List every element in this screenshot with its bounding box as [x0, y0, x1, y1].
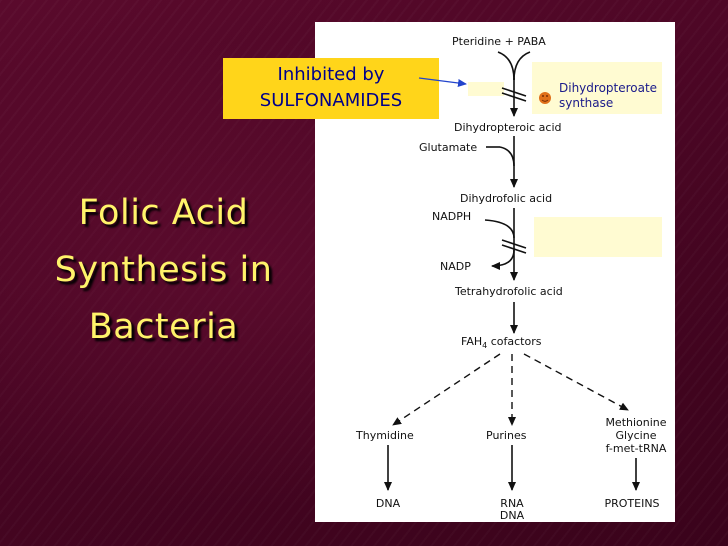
node-pteridine-paba: Pteridine + PABA	[452, 35, 546, 48]
node-thymidine: Thymidine	[355, 429, 414, 442]
node-purines: Purines	[486, 429, 527, 442]
smiley-eye-right	[546, 95, 548, 97]
smiley-icon	[539, 92, 551, 104]
node-nadph: NADPH	[432, 210, 471, 223]
node-dihydrofolic-acid: Dihydrofolic acid	[460, 192, 552, 205]
node-proteins: PROTEINS	[604, 497, 659, 510]
smiley-mouth	[541, 99, 549, 102]
node-rna: RNA	[500, 497, 524, 510]
block-mark-1b	[501, 92, 527, 102]
title-line-3: Bacteria	[88, 307, 239, 347]
node-glycine: Glycine	[616, 429, 657, 442]
title-line-2: Synthesis in	[54, 250, 273, 290]
fah4-rest: cofactors	[487, 335, 542, 348]
node-fmet-trna: f-met-tRNA	[606, 442, 667, 455]
block-mark-1a	[501, 87, 527, 97]
node-methionine: Methionine	[605, 416, 666, 429]
converging-arrow-left	[497, 51, 515, 81]
glutamate-curve	[499, 146, 515, 167]
fah4-subscript: 4	[482, 341, 487, 350]
node-dna: DNA	[376, 497, 401, 510]
inhibitor-callout: Inhibited by SULFONAMIDES	[223, 58, 439, 119]
nadp-curve	[491, 249, 515, 270]
nadph-curve	[484, 219, 515, 239]
block-mark-2b	[501, 244, 527, 254]
node-dihydropteroic-acid: Dihydropteroic acid	[454, 121, 562, 134]
node-fah4-cofactors: FAH4 cofactors	[461, 335, 542, 350]
enzyme-label-line-2: synthase	[559, 96, 613, 110]
block-mark-2a	[501, 239, 527, 249]
node-nadp: NADP	[440, 260, 471, 273]
blank-highlight-box	[534, 217, 662, 257]
slide-title: Folic Acid Synthesis in Bacteria	[6, 185, 321, 356]
arrow-target-highlight	[468, 82, 504, 96]
converging-arrow-right	[513, 51, 531, 81]
node-rna-dna: DNA	[500, 509, 525, 522]
enzyme-label-line-1: Dihydropteroate	[559, 81, 657, 95]
node-tetrahydrofolic-acid: Tetrahydrofolic acid	[454, 285, 563, 298]
inhibitor-line-2: SULFONAMIDES	[259, 90, 403, 111]
smiley-eye-left	[542, 95, 544, 97]
inhibitor-arrow	[418, 77, 467, 87]
enzyme-highlight-box	[532, 62, 662, 114]
dashed-arrow-thymidine	[392, 353, 501, 426]
title-line-1: Folic Acid	[78, 193, 249, 233]
inhibitor-line-1: Inhibited by	[277, 64, 385, 85]
fah4-main: FAH	[461, 335, 482, 348]
dashed-arrow-methionine	[523, 353, 629, 411]
node-glutamate: Glutamate	[419, 141, 477, 154]
